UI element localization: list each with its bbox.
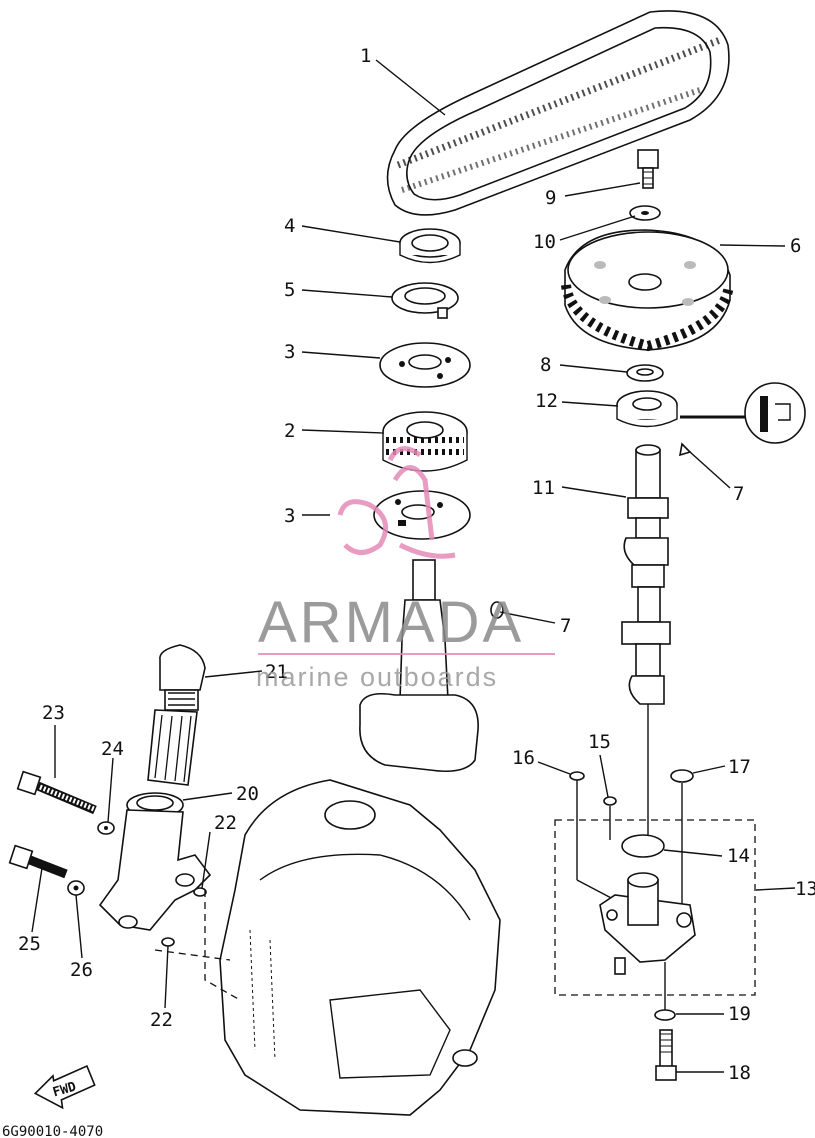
- callout-25: 25: [18, 933, 41, 955]
- diagram-code: 6G90010-4070: [2, 1124, 103, 1138]
- callout-3: 3: [284, 341, 295, 363]
- callout-7: 7: [733, 483, 744, 505]
- armada-logo-icon: [337, 446, 456, 559]
- watermark-tagline: marine outboards: [256, 662, 498, 692]
- callout-9: 9: [545, 187, 556, 209]
- callout-15: 15: [588, 731, 611, 753]
- camshaft: [621, 442, 692, 835]
- watermark-brand: ARMADA: [258, 590, 524, 655]
- callout-21: 21: [265, 661, 288, 683]
- callout-26: 26: [70, 959, 93, 981]
- washer-lower: [67, 880, 85, 896]
- fwd-arrow-icon: FWD: [33, 1064, 96, 1110]
- callout-23: 23: [42, 702, 65, 724]
- drive-pulley: [382, 411, 468, 472]
- armada-watermark: ARMADA marine outboards: [256, 446, 555, 692]
- oil-filter: [147, 644, 206, 786]
- callout-labels: 1 2 3 3 4 5 6 7 7 8 9 10 11 12 13 14 15 …: [18, 45, 815, 1084]
- callout-18: 18: [728, 1062, 751, 1084]
- cam-pulley-bolt: [637, 149, 659, 189]
- callout-3: 3: [284, 505, 295, 527]
- bolt-long: [16, 770, 97, 815]
- callout-19: 19: [728, 1003, 751, 1025]
- oil-seal: [399, 228, 461, 264]
- callout-6: 6: [790, 235, 801, 257]
- callout-4: 4: [284, 215, 295, 237]
- callout-16: 16: [512, 747, 535, 769]
- bolt-short: [8, 844, 68, 879]
- lower-pulley-plate: [373, 490, 471, 540]
- cam-washer: [626, 364, 664, 382]
- callout-14: 14: [727, 845, 750, 867]
- callout-11: 11: [532, 477, 555, 499]
- callout-24: 24: [101, 738, 124, 760]
- oil-pump: [569, 769, 696, 1081]
- callout-13: 13: [795, 878, 815, 900]
- timing-belt: [386, 10, 730, 216]
- callout-12: 12: [535, 390, 558, 412]
- plate-washer: [391, 282, 459, 319]
- callout-10: 10: [533, 231, 556, 253]
- callout-8: 8: [540, 354, 551, 376]
- callout-17: 17: [728, 756, 751, 778]
- callout-1: 1: [360, 45, 371, 67]
- callout-20: 20: [236, 783, 259, 805]
- fwd-label: FWD: [51, 1080, 78, 1101]
- cam-pulley-washer: [629, 205, 661, 221]
- callout-7: 7: [560, 615, 571, 637]
- upper-pulley-plate: [379, 342, 471, 388]
- oil-pump-assembly-box: [554, 819, 756, 996]
- leader-lines: [31, 59, 796, 1073]
- crankshaft-end: [359, 559, 504, 773]
- filter-housing: [98, 792, 212, 947]
- callout-22: 22: [150, 1009, 173, 1031]
- callout-2: 2: [284, 420, 295, 442]
- camshaft-oil-seal: [616, 382, 806, 444]
- cam-pulley: [561, 229, 734, 352]
- callout-5: 5: [284, 279, 295, 301]
- washer-upper: [97, 821, 115, 835]
- cylinder-block-outline: [154, 779, 501, 1116]
- callout-22: 22: [214, 812, 237, 834]
